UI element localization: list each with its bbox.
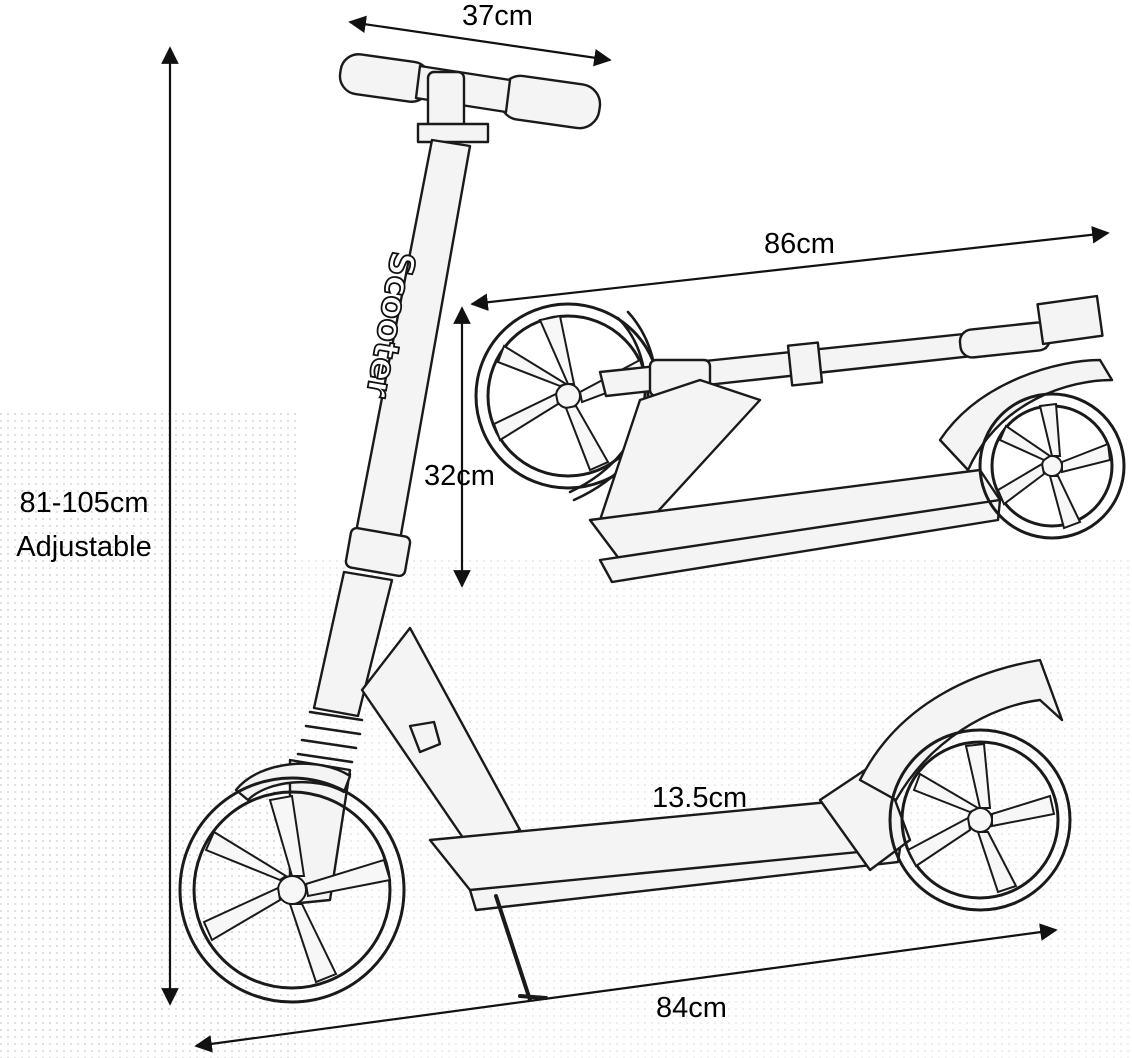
folded-length-arrow	[470, 226, 1110, 311]
handlebar-width-label: 37cm	[462, 0, 533, 32]
scooter-illustration: Scooter	[178, 53, 1072, 1004]
handlebar-width-arrow	[348, 15, 612, 67]
down-tube	[360, 626, 522, 850]
deck-width-label: 13.5cm	[652, 782, 748, 814]
stem-lower	[312, 570, 394, 718]
height-label: 81-105cm Adjustable	[4, 482, 164, 569]
stem-clamp	[344, 526, 412, 578]
kickstand	[494, 894, 548, 1002]
folded-rear-wheel	[978, 392, 1126, 540]
total-length-arrow	[194, 923, 1058, 1053]
rear-wheel	[888, 728, 1072, 912]
folded-height-label: 32cm	[424, 460, 495, 492]
folded-scooter-illustration	[474, 294, 1126, 584]
total-length-label: 84cm	[656, 992, 727, 1024]
height-adjustable-text: Adjustable	[16, 530, 152, 563]
height-range-text: 81-105cm	[19, 487, 149, 519]
right-grip	[498, 74, 602, 130]
folded-length-label: 86cm	[764, 228, 835, 260]
front-wheel	[178, 776, 406, 1004]
